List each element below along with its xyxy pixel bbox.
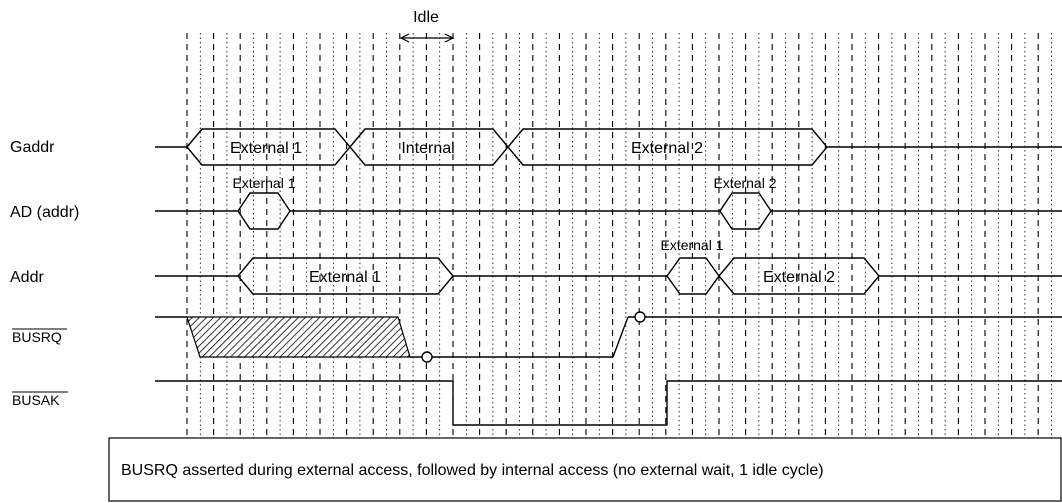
busak-waveform — [155, 380, 1062, 426]
addr-ext1-label: External 1 — [309, 269, 381, 286]
gaddr-ext2-label: External 2 — [631, 140, 703, 157]
ad-waveform — [155, 192, 1062, 230]
gaddr-internal-label: Internal — [401, 140, 454, 157]
signal-label-busrq: BUSRQ — [12, 329, 62, 345]
gaddr-ext1-label: External 1 — [230, 140, 302, 157]
addr-ext1-small-segment — [666, 257, 720, 295]
ad-ext2-label: External 2 — [713, 175, 776, 191]
signal-label-ad: AD (addr) — [10, 204, 79, 221]
busrq-sample-point-high — [634, 311, 646, 323]
ad-ext1-label: External 1 — [232, 175, 295, 191]
idle-annotation: Idle — [399, 9, 455, 43]
addr-ext1-small-label: External 1 — [660, 237, 723, 253]
idle-arrow-left — [399, 33, 410, 43]
clock-gridlines — [186, 33, 1052, 438]
caption-box — [108, 437, 1062, 502]
signal-label-addr: Addr — [10, 269, 44, 286]
busrq-waveform — [155, 311, 1062, 363]
caption-text: BUSRQ asserted during external access, f… — [121, 462, 824, 479]
signal-label-busak: BUSAK — [12, 392, 60, 408]
addr-waveform — [155, 257, 1062, 295]
signal-label-gaddr: Gaddr — [10, 139, 55, 156]
gaddr-waveform — [155, 128, 1062, 166]
busrq-hatched-region — [186, 316, 411, 358]
busrq-sample-point-low — [421, 351, 433, 363]
addr-ext2-label: External 2 — [763, 269, 835, 286]
ad-ext1-segment — [237, 192, 291, 230]
idle-arrow-right — [444, 33, 455, 43]
idle-label: Idle — [413, 9, 439, 26]
